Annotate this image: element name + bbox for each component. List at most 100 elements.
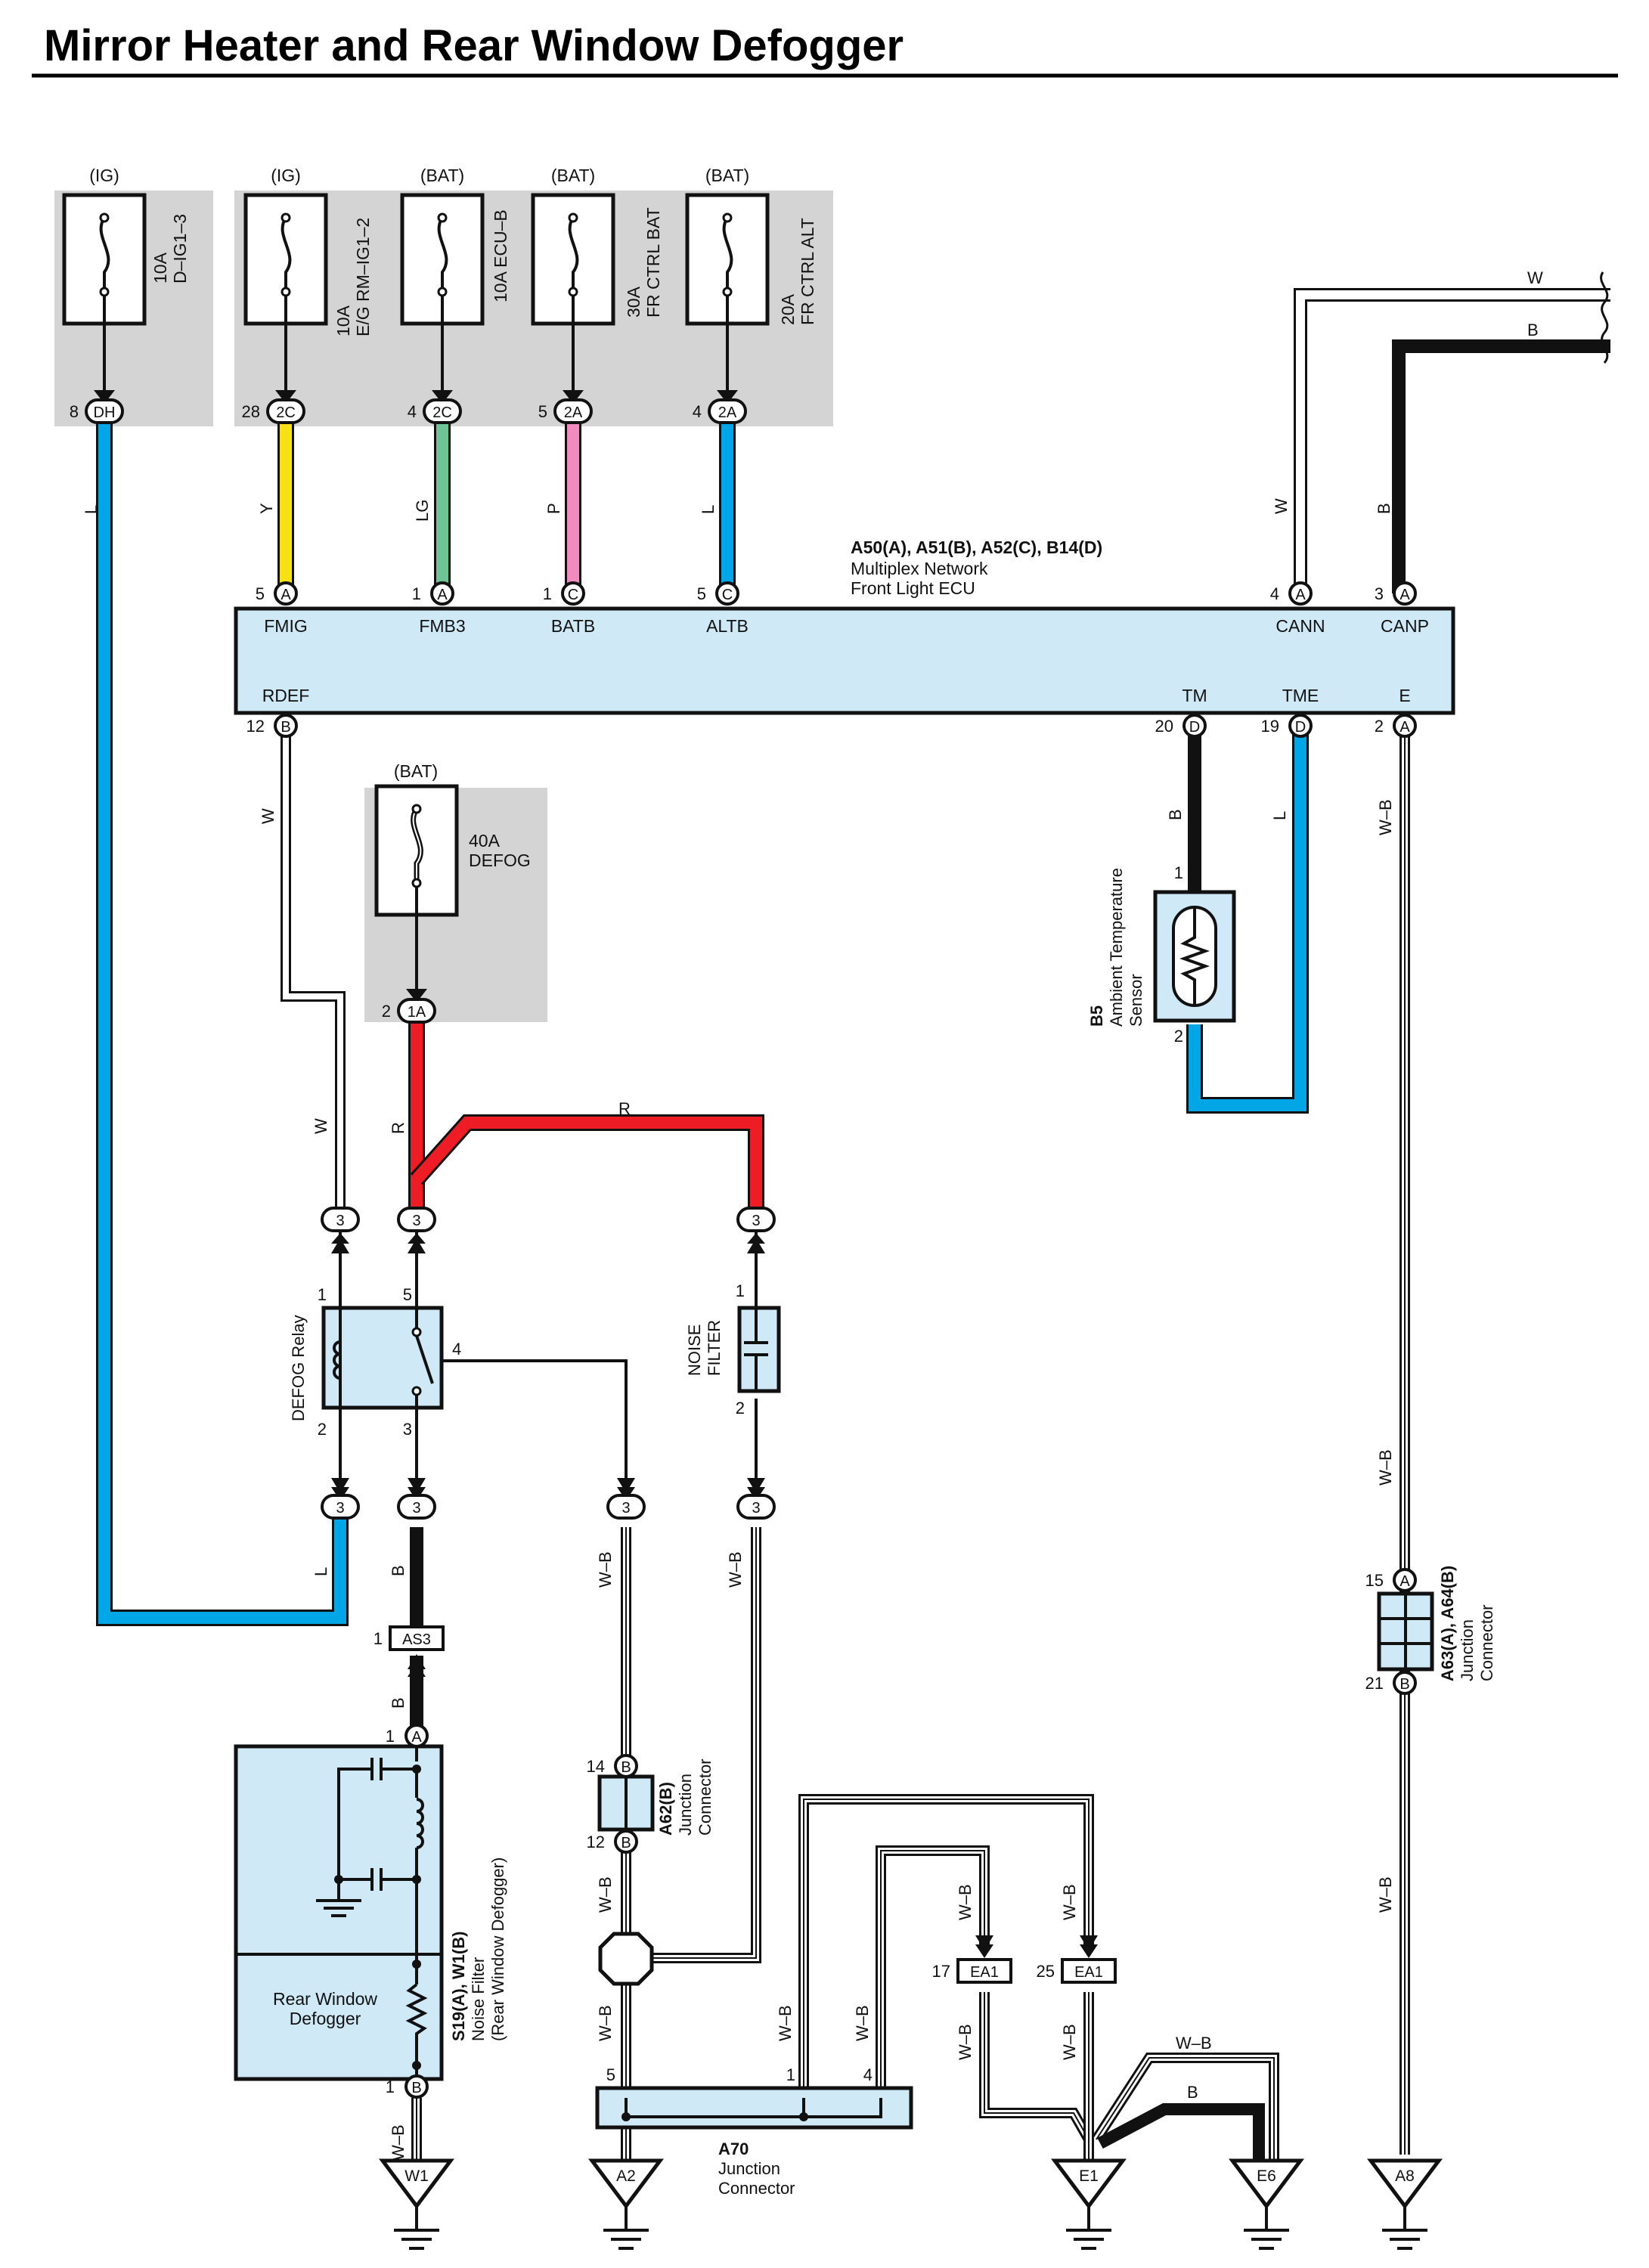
svg-text:E6: E6 [1257, 2167, 1276, 2185]
wire-label: B [1166, 809, 1185, 820]
svg-text:1: 1 [786, 2065, 795, 2084]
svg-text:EA1: EA1 [970, 1964, 999, 1981]
svg-text:1: 1 [412, 584, 421, 603]
wire-label: W–B [853, 2005, 872, 2041]
fuse-rating: 10A [150, 252, 170, 284]
fuse-defog: (BAT) 40A DEFOG [374, 761, 531, 1002]
svg-text:2A: 2A [564, 404, 583, 421]
svg-text:Junction: Junction [1458, 1619, 1477, 1681]
svg-text:17: 17 [932, 1962, 950, 1981]
svg-text:CANN: CANN [1275, 616, 1325, 636]
wire-label: W–B [1376, 1449, 1395, 1486]
fuse-source-label: (BAT) [551, 166, 595, 185]
noise-filter: 1 2 NOISE FILTER [685, 1281, 781, 1418]
svg-text:1: 1 [386, 2077, 395, 2096]
fuse-source-label: (BAT) [420, 166, 464, 185]
fuse-conn-2c-a: 2C 28 [242, 398, 305, 424]
wire-wb-a70-pin1 [798, 1794, 1094, 2087]
ground-e1: E1 [1051, 2158, 1127, 2250]
wire-label: B [1187, 2083, 1198, 2102]
fuse-name: FR CTRL BAT [643, 207, 663, 318]
svg-text:BATB: BATB [551, 616, 595, 636]
wire-label: W [1527, 268, 1543, 287]
svg-text:2C: 2C [432, 404, 452, 421]
a63-code: A63(A), A64(B) [1438, 1566, 1457, 1681]
svg-text:Connector: Connector [1477, 1604, 1496, 1681]
fuse-name: DEFOG [469, 850, 531, 870]
svg-text:A: A [1295, 587, 1306, 603]
fuse-conn-1a: 1A 2 [382, 998, 436, 1024]
svg-text:2: 2 [1375, 717, 1384, 736]
fuse-source-label: (BAT) [705, 166, 749, 185]
junction-a63: A 15 B 21 A63(A), A64(B) Junction Connec… [1365, 1566, 1496, 1695]
svg-text:8: 8 [70, 402, 79, 421]
fuse-rating: 10A ECU–B [491, 209, 510, 302]
svg-text:TME: TME [1282, 686, 1319, 705]
wire-w-rdef [281, 724, 346, 1210]
svg-text:A: A [1399, 719, 1410, 736]
wire-label: W–B [1176, 2034, 1212, 2053]
wire-wb-noise [650, 1527, 761, 1963]
svg-text:2A: 2A [718, 404, 737, 421]
svg-text:RDEF: RDEF [262, 686, 310, 705]
svg-text:28: 28 [242, 402, 260, 421]
connector-ea1-25: EA1 25 [1037, 1935, 1117, 1984]
svg-text:4: 4 [1270, 584, 1279, 603]
fuse-conn-2a-a: 2A 5 [538, 398, 593, 424]
svg-text:12: 12 [246, 717, 265, 736]
svg-text:1: 1 [543, 584, 552, 603]
svg-text:Connector: Connector [718, 2179, 795, 2198]
junction-pins-lower: 3 3 3 3 [321, 1478, 776, 1520]
svg-text:2: 2 [318, 1420, 327, 1439]
ground-a2: A2 [588, 2158, 664, 2250]
svg-text:Junction: Junction [676, 1774, 695, 1836]
svg-text:W1: W1 [405, 2167, 429, 2185]
ecu-name: Front Light ECU [851, 578, 975, 598]
svg-text:4: 4 [408, 402, 417, 421]
wire-label: L [82, 505, 101, 514]
svg-text:B: B [621, 1835, 631, 1851]
wire-label: W [259, 808, 277, 824]
fuse-source-label: (BAT) [394, 761, 438, 781]
svg-text:A: A [1399, 587, 1410, 603]
ground-e6: E6 [1229, 2158, 1304, 2250]
svg-text:D: D [1295, 719, 1306, 736]
wire-can-b [1392, 339, 1610, 593]
wire-label: Y [257, 503, 276, 514]
fuse-conn-dh: DH 8 [70, 398, 124, 424]
ecu-pin-cann: A 4 CANN [1270, 581, 1325, 636]
svg-text:5: 5 [697, 584, 706, 603]
ecu-name: Multiplex Network [851, 559, 988, 578]
svg-text:5: 5 [256, 584, 265, 603]
ambient-temp-sensor: 1 2 B5 Ambient Temperature Sensor [1087, 863, 1236, 1046]
svg-text:A: A [1399, 1573, 1410, 1590]
defogger-inner-label: Defogger [290, 2009, 361, 2028]
wire-label: B [1375, 503, 1393, 514]
ecu-pin-altb: C 5 ALTB [697, 581, 749, 636]
sensor-name: Sensor [1127, 974, 1145, 1027]
svg-text:2: 2 [382, 1002, 391, 1021]
svg-text:19: 19 [1261, 717, 1279, 736]
ecu-code: A50(A), A51(B), A52(C), B14(D) [851, 538, 1102, 557]
ecu-pin-tme: D 19 TME [1261, 686, 1319, 738]
svg-text:4: 4 [693, 402, 702, 421]
wire-label: W–B [596, 1551, 615, 1588]
svg-text:3: 3 [621, 1500, 630, 1517]
svg-text:1: 1 [736, 1281, 745, 1300]
fuse-rating: 10A [333, 305, 353, 336]
wire-label: R [389, 1122, 408, 1134]
fuse-rating: 30A [624, 286, 643, 318]
connector-as3: AS3 1 [374, 1625, 445, 1677]
svg-text:1: 1 [318, 1285, 327, 1304]
splice-octagon [598, 1932, 654, 1986]
svg-text:C: C [722, 587, 733, 603]
svg-text:3: 3 [403, 1420, 412, 1439]
fuse-source-label: (IG) [89, 166, 119, 185]
ecu-pin-batb: C 1 BATB [543, 581, 595, 636]
svg-text:1: 1 [374, 1629, 383, 1648]
svg-text:Junction: Junction [718, 2159, 780, 2178]
svg-text:5: 5 [606, 2065, 615, 2084]
svg-text:1: 1 [386, 1727, 395, 1746]
connector-ea1-17: EA1 17 [932, 1935, 1012, 1984]
